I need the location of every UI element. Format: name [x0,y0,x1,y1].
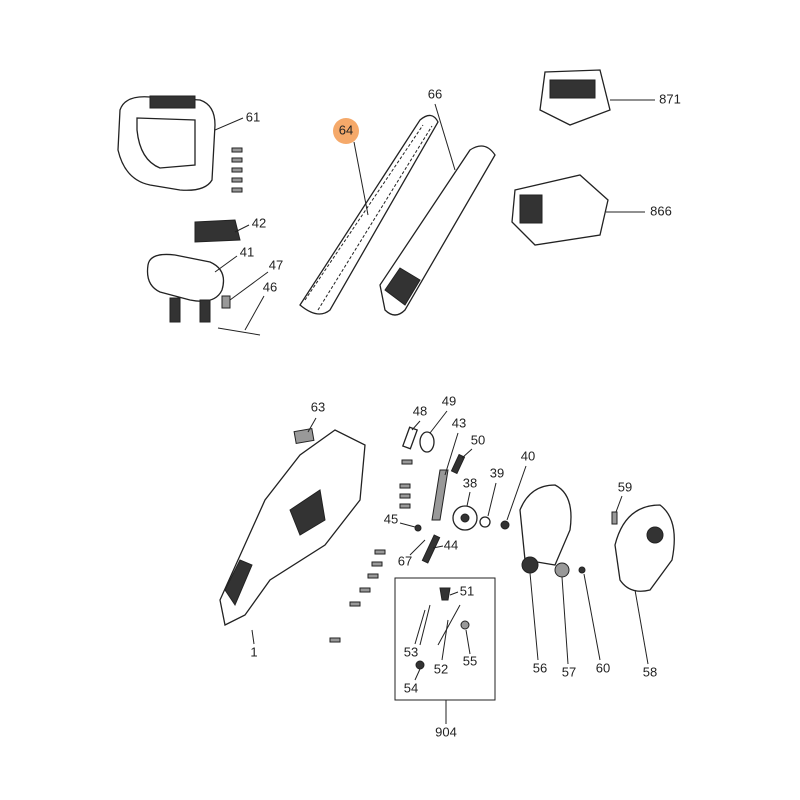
label-57[interactable]: 57 [562,664,576,679]
highlight-marker-64 [333,118,359,144]
part-47[interactable] [221,295,231,309]
housing-1[interactable] [219,429,366,626]
label-50[interactable]: 50 [471,432,485,447]
label-60[interactable]: 60 [596,660,610,675]
part-59[interactable] [611,511,618,525]
part-49[interactable] [419,431,435,453]
label-39[interactable]: 39 [490,465,504,480]
label-49[interactable]: 49 [442,393,456,408]
label-48[interactable]: 48 [413,403,427,418]
label-67[interactable]: 67 [398,553,412,568]
label-51[interactable]: 51 [460,583,474,598]
pin-46[interactable] [217,327,261,336]
screws-61 [231,147,243,193]
part-45[interactable] [414,524,422,532]
charger-866[interactable] [511,174,609,246]
label-866[interactable]: 866 [650,203,672,218]
label-52[interactable]: 52 [434,661,448,676]
label-64[interactable]: 64 [339,122,353,137]
label-44[interactable]: 44 [444,537,458,552]
label-40[interactable]: 40 [521,448,535,463]
spring-67[interactable] [421,534,441,564]
label-904[interactable]: 904 [435,724,457,739]
part-43[interactable] [431,469,449,521]
kit-904-box [394,577,496,701]
battery-871[interactable] [539,69,611,126]
bar-cover-66[interactable] [379,145,496,316]
leader-lines [214,99,655,724]
housing-screws [329,459,413,643]
label-56[interactable]: 56 [533,660,547,675]
label-41[interactable]: 41 [240,244,254,259]
plate-56[interactable] [519,484,572,574]
washer-39[interactable] [479,516,491,528]
label-46[interactable]: 46 [263,279,277,294]
part-63[interactable] [293,427,315,445]
part-60[interactable] [578,566,586,574]
sprocket-38[interactable] [452,505,478,531]
label-66[interactable]: 66 [428,86,442,101]
label-54[interactable]: 54 [404,680,418,695]
label-45[interactable]: 45 [384,511,398,526]
label-1[interactable]: 1 [250,644,257,659]
part-57[interactable] [554,562,570,578]
label-47[interactable]: 47 [269,257,283,272]
part-42[interactable] [194,219,241,243]
label-871[interactable]: 871 [659,91,681,106]
label-55[interactable]: 55 [463,653,477,668]
label-58[interactable]: 58 [643,664,657,679]
nut-40[interactable] [500,520,510,530]
hand-guard-41[interactable] [146,253,225,323]
label-63[interactable]: 63 [311,399,325,414]
guide-bar-64[interactable] [299,114,439,315]
label-61[interactable]: 61 [246,109,260,124]
label-43[interactable]: 43 [452,415,466,430]
part-50[interactable] [450,453,466,475]
part-48[interactable] [401,426,419,450]
handle-61[interactable] [117,95,216,191]
label-38[interactable]: 38 [463,475,477,490]
label-53[interactable]: 53 [404,644,418,659]
label-59[interactable]: 59 [618,479,632,494]
label-42[interactable]: 42 [252,215,266,230]
side-cover-58[interactable] [614,504,675,592]
